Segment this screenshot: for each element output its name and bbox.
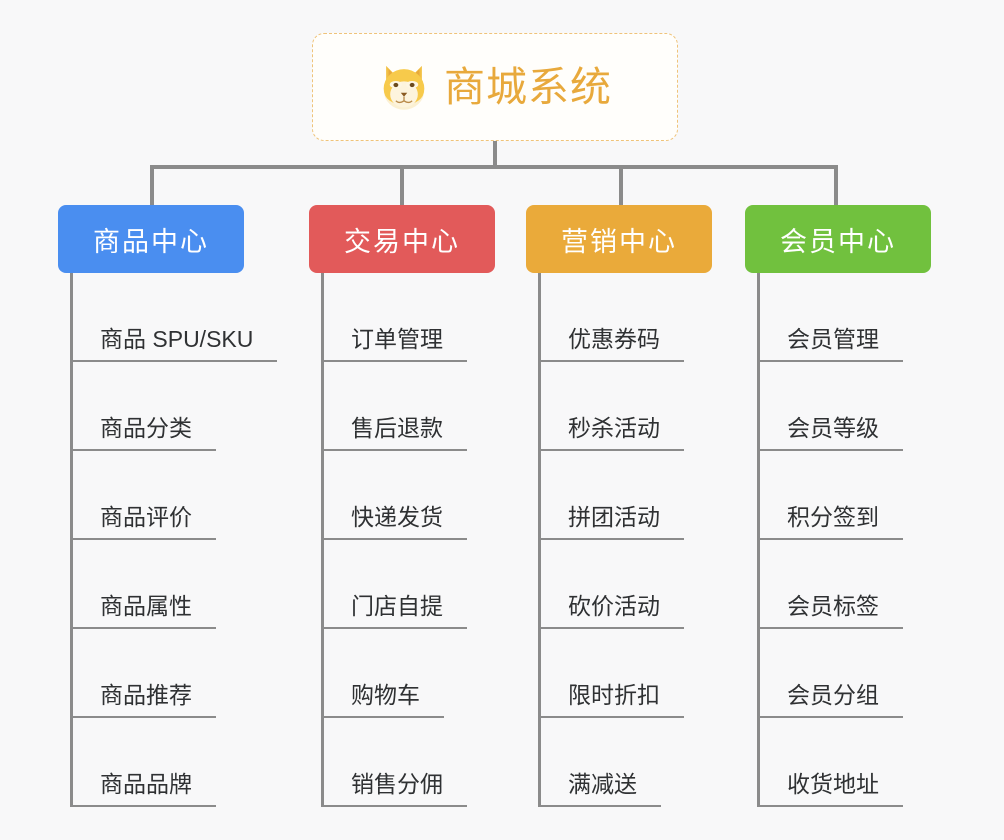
leaf-label: 会员等级 (757, 414, 903, 451)
leaf-item[interactable]: 商品评价 (58, 451, 244, 540)
leaf-item[interactable]: 会员管理 (745, 273, 931, 362)
leaf-item[interactable]: 快递发货 (309, 451, 495, 540)
leaf-item[interactable]: 优惠券码 (526, 273, 712, 362)
leaf-label: 收货地址 (757, 770, 903, 807)
shiba-dog-emoji (378, 61, 430, 113)
leaf-label: 会员分组 (757, 681, 903, 718)
leaf-label: 会员标签 (757, 592, 903, 629)
branch-column-1: 商品中心 商品 SPU/SKU 商品分类 商品评价 商品属性 商品推荐 商品品牌 (58, 205, 278, 807)
leaf-item[interactable]: 会员标签 (745, 540, 931, 629)
leaf-label: 积分签到 (757, 503, 903, 540)
leaf-label: 优惠券码 (538, 325, 684, 362)
leaf-label: 快递发货 (321, 503, 467, 540)
leaf-item[interactable]: 商品品牌 (58, 718, 244, 807)
leaf-item[interactable]: 限时折扣 (526, 629, 712, 718)
leaf-item[interactable]: 拼团活动 (526, 451, 712, 540)
leaf-item[interactable]: 砍价活动 (526, 540, 712, 629)
leaf-spine-3 (538, 273, 541, 807)
leaf-label: 满减送 (538, 770, 661, 807)
connector-horizontal-bus (150, 165, 838, 169)
connector-drop-3 (619, 165, 623, 205)
leaf-item[interactable]: 销售分佣 (309, 718, 495, 807)
leaf-list-1: 商品 SPU/SKU 商品分类 商品评价 商品属性 商品推荐 商品品牌 (58, 273, 278, 807)
leaf-label: 商品分类 (70, 414, 216, 451)
leaf-list-3: 优惠券码 秒杀活动 拼团活动 砍价活动 限时折扣 满减送 (526, 273, 712, 807)
leaf-list-4: 会员管理 会员等级 积分签到 会员标签 会员分组 收货地址 (745, 273, 931, 807)
leaf-item[interactable]: 会员等级 (745, 362, 931, 451)
leaf-label: 购物车 (321, 681, 444, 718)
leaf-item[interactable]: 积分签到 (745, 451, 931, 540)
leaf-label: 商品评价 (70, 503, 216, 540)
leaf-item[interactable]: 满减送 (526, 718, 712, 807)
leaf-label: 商品属性 (70, 592, 216, 629)
leaf-spine-1 (70, 273, 73, 807)
leaf-label: 售后退款 (321, 414, 467, 451)
leaf-label: 商品 SPU/SKU (70, 325, 278, 362)
branch-column-2: 交易中心 订单管理 售后退款 快递发货 门店自提 购物车 销售分佣 (309, 205, 495, 807)
leaf-label: 会员管理 (757, 325, 903, 362)
leaf-item[interactable]: 会员分组 (745, 629, 931, 718)
category-title-2: 交易中心 (344, 226, 460, 257)
leaf-item[interactable]: 商品分类 (58, 362, 244, 451)
leaf-spine-2 (321, 273, 324, 807)
branch-column-4: 会员中心 会员管理 会员等级 积分签到 会员标签 会员分组 收货地址 (745, 205, 931, 807)
category-header-4[interactable]: 会员中心 (745, 205, 931, 273)
leaf-list-2: 订单管理 售后退款 快递发货 门店自提 购物车 销售分佣 (309, 273, 495, 807)
leaf-item[interactable]: 收货地址 (745, 718, 931, 807)
category-header-2[interactable]: 交易中心 (309, 205, 495, 273)
connector-drop-1 (150, 165, 154, 205)
category-title-1: 商品中心 (93, 226, 209, 257)
leaf-label: 商品品牌 (70, 770, 216, 807)
category-title-4: 会员中心 (780, 226, 896, 257)
leaf-spine-4 (757, 273, 760, 807)
leaf-item[interactable]: 商品属性 (58, 540, 244, 629)
connector-drop-4 (834, 165, 838, 205)
leaf-label: 秒杀活动 (538, 414, 684, 451)
leaf-item[interactable]: 售后退款 (309, 362, 495, 451)
leaf-label: 商品推荐 (70, 681, 216, 718)
leaf-label: 门店自提 (321, 592, 467, 629)
category-title-3: 营销中心 (561, 226, 677, 257)
leaf-item[interactable]: 门店自提 (309, 540, 495, 629)
branch-column-3: 营销中心 优惠券码 秒杀活动 拼团活动 砍价活动 限时折扣 满减送 (526, 205, 712, 807)
leaf-item[interactable]: 订单管理 (309, 273, 495, 362)
leaf-label: 限时折扣 (538, 681, 684, 718)
category-header-1[interactable]: 商品中心 (58, 205, 244, 273)
leaf-item[interactable]: 秒杀活动 (526, 362, 712, 451)
connector-drop-2 (400, 165, 404, 205)
leaf-label: 砍价活动 (538, 592, 684, 629)
leaf-label: 拼团活动 (538, 503, 684, 540)
root-node[interactable]: 商城系统 (312, 33, 678, 141)
leaf-label: 销售分佣 (321, 770, 467, 807)
leaf-item[interactable]: 商品推荐 (58, 629, 244, 718)
root-title: 商城系统 (444, 63, 612, 110)
category-header-3[interactable]: 营销中心 (526, 205, 712, 273)
leaf-item[interactable]: 购物车 (309, 629, 495, 718)
leaf-label: 订单管理 (321, 325, 467, 362)
connector-root-stem (493, 141, 497, 169)
leaf-item[interactable]: 商品 SPU/SKU (58, 273, 278, 362)
